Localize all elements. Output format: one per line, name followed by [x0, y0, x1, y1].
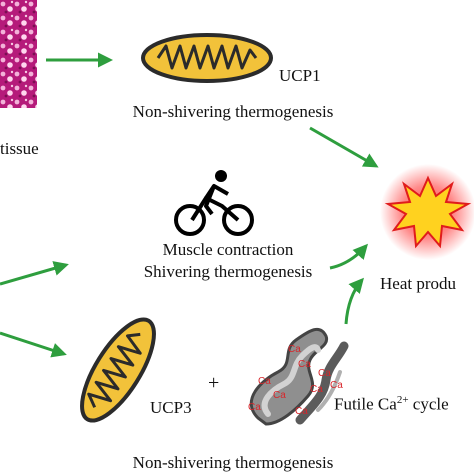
- ucp3-label: UCP3: [150, 398, 192, 417]
- futile-prefix: Futile Ca: [334, 394, 397, 414]
- plus-sign: +: [208, 372, 220, 394]
- ca-ion: Ca: [273, 390, 286, 401]
- ca-ion: Ca: [318, 368, 331, 379]
- ucp1-label: UCP1: [279, 66, 321, 85]
- ca-ion: Ca: [298, 359, 311, 370]
- ca-ion: Ca: [248, 402, 261, 413]
- arrow-to-ucp3: [0, 331, 67, 358]
- tissue-label: tissue: [0, 139, 39, 158]
- adipose-tissue-image: [0, 0, 37, 108]
- futile-superscript: 2+: [396, 394, 409, 406]
- ca-ion: Ca: [258, 376, 271, 387]
- calcium-ions: Ca Ca Ca Ca Ca Ca Ca Ca Ca: [248, 344, 343, 417]
- nst-top-label: Non-shivering thermogenesis: [132, 102, 334, 121]
- ca-ion: Ca: [330, 380, 343, 391]
- mitochondrion-icon: [141, 33, 273, 83]
- arrow-nst-to-heat: [309, 126, 379, 168]
- arrow-ucp3-path-to-heat: [344, 277, 364, 325]
- heat-label: Heat produ: [380, 274, 457, 293]
- ca-ion: Ca: [288, 344, 301, 355]
- ca-ion: Ca: [295, 406, 308, 417]
- muscle-contraction-label: Muscle contraction: [162, 240, 294, 259]
- arrow-to-muscle: [0, 261, 69, 286]
- futile-cycle-label: Futile Ca2+ cycle: [334, 394, 449, 415]
- heat-burst-icon: [380, 164, 474, 260]
- shivering-label: Shivering thermogenesis: [143, 262, 313, 281]
- nst-bottom-label: Non-shivering thermogenesis: [132, 453, 334, 472]
- cyclist-icon: [174, 170, 254, 236]
- sarcoplasmic-reticulum-icon: [249, 327, 349, 426]
- mitochondrion-ucp3-icon: [80, 317, 156, 423]
- arrow-merge-to-heat: [329, 243, 368, 270]
- futile-suffix: cycle: [408, 394, 449, 414]
- ca-ion: Ca: [310, 384, 323, 395]
